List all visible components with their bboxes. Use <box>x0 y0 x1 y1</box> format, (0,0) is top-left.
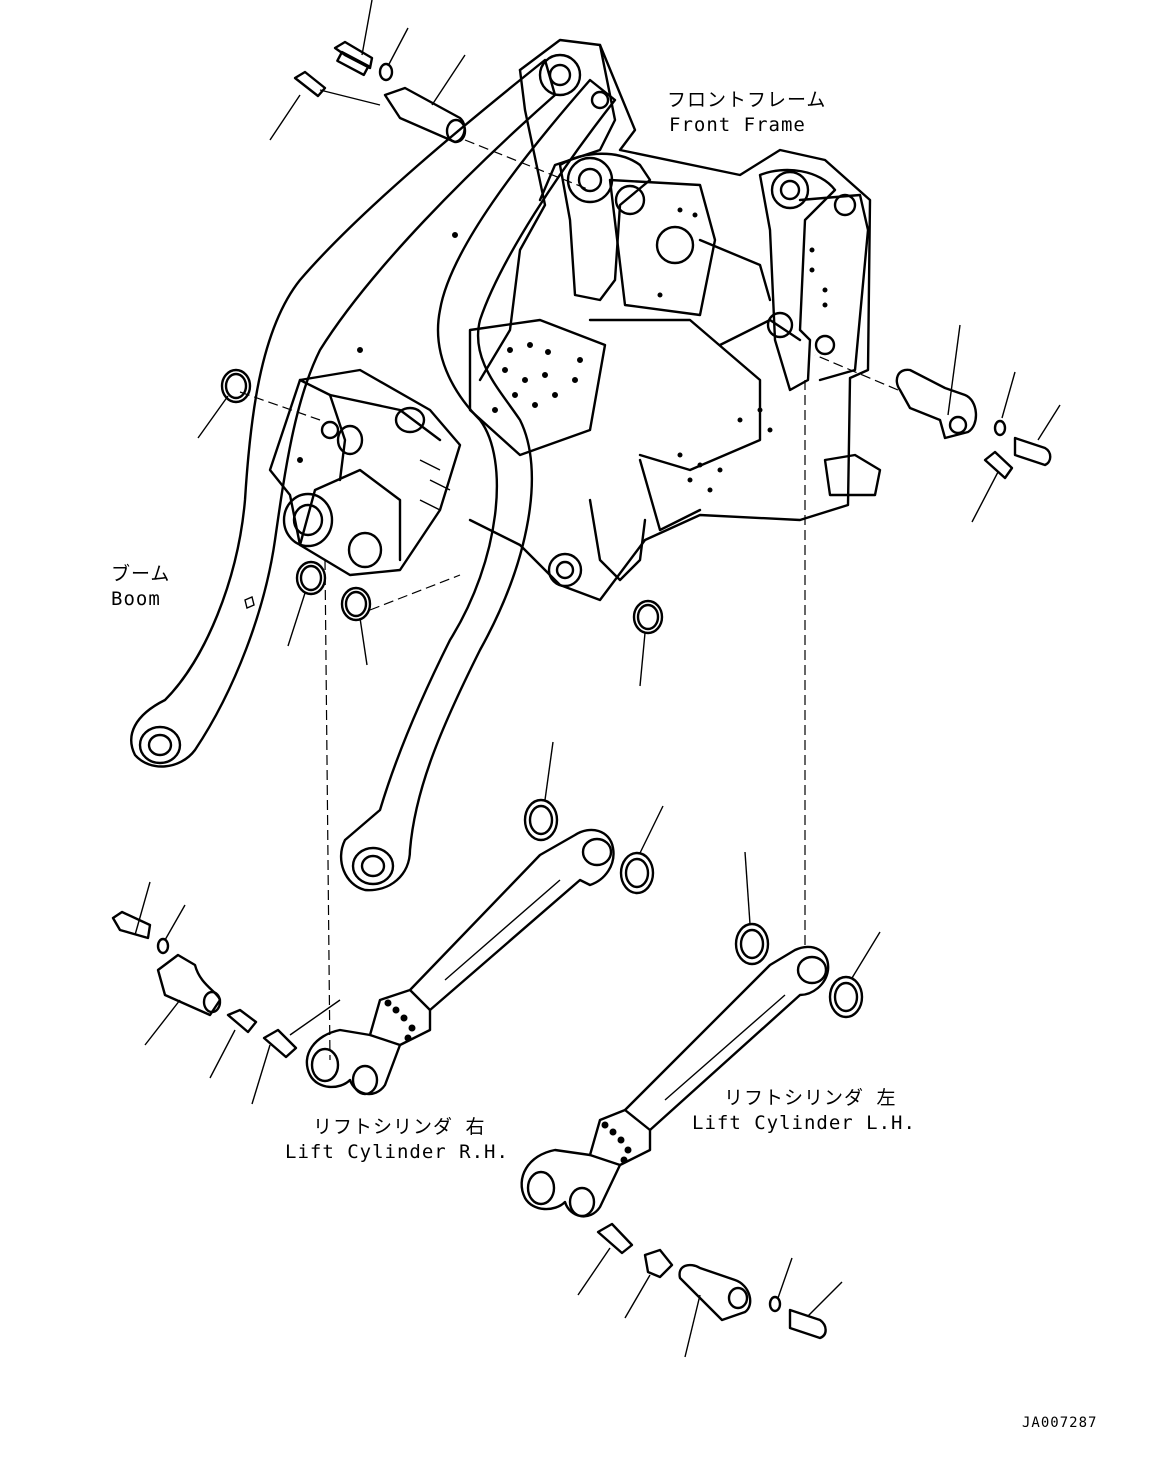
seals <box>220 368 864 1019</box>
pin-group-lower-right <box>577 1222 843 1358</box>
lift-cylinder-rh <box>305 828 615 1096</box>
lift-cylinder-rh-label-en: Lift Cylinder R.H. <box>285 1141 509 1163</box>
drawing-code: JA007287 <box>1022 1415 1098 1431</box>
pin-group-right <box>895 324 1061 523</box>
pin-group-top <box>269 0 467 144</box>
front-frame-label-jp: フロントフレーム <box>667 89 827 111</box>
front-frame-label-en: Front Frame <box>669 114 806 136</box>
lift-cylinder-lh-label-jp: リフトシリンダ 左 <box>724 1087 897 1109</box>
boom <box>130 58 617 892</box>
pin-group-lower-left <box>111 881 298 1105</box>
front-frame <box>297 38 882 602</box>
seal-leaders <box>197 395 881 979</box>
lift-cylinder-lh-label-en: Lift Cylinder L.H. <box>692 1112 916 1134</box>
boom-label-en: Boom <box>111 588 161 610</box>
assembly-lines <box>239 89 899 1061</box>
lift-cylinder-lh <box>520 945 830 1218</box>
lift-cylinder-rh-label-jp: リフトシリンダ 右 <box>313 1116 486 1138</box>
boom-label-jp: ブーム <box>111 563 171 585</box>
